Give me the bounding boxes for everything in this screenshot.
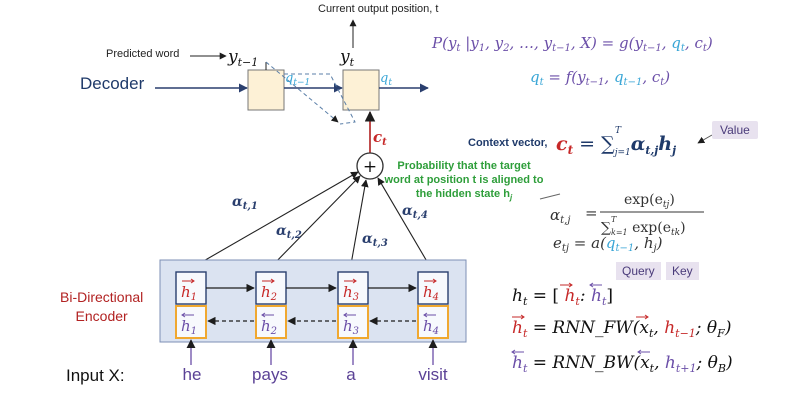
- alignment-note-line3: the hidden state hj: [378, 189, 550, 202]
- decoder-state-box-prev: [247, 69, 285, 111]
- fw-state-box-1: [175, 271, 207, 305]
- encoder-label-line1: Bi-Directional: [60, 289, 144, 305]
- eq-alpha-den-sup: T: [611, 215, 617, 224]
- alignment-note-line2: word at position t is aligned to: [384, 174, 544, 186]
- encoder-label-line2: Encoder: [75, 307, 128, 324]
- sum-plus: +: [363, 157, 377, 177]
- key-tag: Key: [666, 262, 699, 280]
- h-bw-3: h3: [343, 317, 359, 337]
- eq-alpha-numerator: exp(etj): [624, 192, 675, 210]
- equation-vector-arrows: [511, 282, 650, 355]
- input-word-2: pays: [252, 365, 288, 384]
- c-t-label: ct: [373, 128, 387, 148]
- eq-probability: P(yt |y1, y2, …, yt−1, X) = g(yt−1, qt, …: [431, 34, 713, 54]
- alpha-label-3: αt,3: [362, 231, 388, 249]
- bw-state-box-1: [175, 305, 207, 339]
- eq-alpha-denominator: ∑k=1 exp(etk): [601, 220, 686, 238]
- y-t-label: yt: [339, 47, 355, 69]
- input-word-1: he: [182, 365, 202, 384]
- q-t-label: qt: [380, 71, 392, 88]
- alignment-note-sub: j: [509, 193, 513, 203]
- input-word-4: visit: [418, 365, 448, 384]
- attention-arrow-2: [267, 175, 361, 271]
- query-tag: Query: [616, 262, 661, 280]
- bw-state-box-2: [255, 305, 287, 339]
- input-label: Input X:: [66, 366, 125, 385]
- value-pointer-arrow: [697, 134, 713, 144]
- y-prev-label: yt−1: [227, 47, 258, 69]
- eq-rnn-fw: ht = RNN_FW(xt, ht−1; θF): [512, 318, 731, 340]
- h-fw-3: h3: [343, 283, 359, 303]
- context-vector-label: Context vector,: [468, 137, 548, 149]
- value-tag: Value: [712, 121, 758, 139]
- encoder-label: Bi-Directional Encoder: [60, 288, 143, 326]
- input-word-3: a: [346, 365, 356, 384]
- math-layer: yt−1 yt qt−1 qt ct + αt,1 αt,2 αt,3 αt,4…: [181, 34, 733, 375]
- h-bw-4: h4: [423, 317, 439, 337]
- alpha-label-1: αt,1: [232, 194, 258, 212]
- alignment-note-line1: Probability that the target: [397, 160, 531, 172]
- attention-arrow-1: [187, 171, 359, 271]
- eq-alpha-eq: =: [585, 204, 598, 222]
- decoder-state-box-current: [342, 69, 380, 111]
- alignment-note-text: the hidden state h: [415, 188, 510, 200]
- bw-vector-arrows: [181, 312, 436, 318]
- query-dashed-path: [284, 73, 356, 125]
- eq-alpha-lhs: αt,j: [550, 206, 570, 226]
- bw-state-box-4: [417, 305, 449, 339]
- h-fw-1: h1: [181, 283, 197, 303]
- predicted-word-label: Predicted word: [106, 48, 180, 60]
- h-bw-1: h1: [181, 317, 197, 337]
- attention-arrow-3: [349, 179, 369, 271]
- h-bw-2: h2: [261, 317, 277, 337]
- eq-rnn-bw: ht = RNN_BW(xt, ht+1; θB): [512, 353, 733, 375]
- prev-output-feed-arrow: [265, 61, 339, 123]
- decoder-label: Decoder: [80, 74, 145, 93]
- encoder-background: [159, 259, 467, 343]
- alignment-pointer-line: [539, 193, 561, 200]
- sum-node: [356, 152, 384, 180]
- current-output-label: Current output position, t: [318, 3, 439, 15]
- q-prev-label: qt−1: [285, 71, 310, 88]
- alpha-label-4: αt,4: [402, 203, 428, 221]
- alpha-label-2: αt,2: [276, 223, 302, 241]
- attention-arrow-4: [377, 177, 433, 271]
- bw-state-box-3: [337, 305, 369, 339]
- eq-query: qt = f(yt−1, qt−1, ct): [530, 68, 670, 88]
- h-fw-4: h4: [423, 283, 439, 303]
- fw-state-box-4: [417, 271, 449, 305]
- fw-vector-arrows: [182, 278, 437, 284]
- eq-energy: etj = a(qt−1, hj): [553, 234, 663, 254]
- eq-hidden-concat: ht = [ ht: ht]: [512, 286, 613, 308]
- eq-context: ct = ∑j=1αt,jhj: [556, 133, 676, 158]
- h-fw-2: h2: [261, 283, 277, 303]
- eq-context-sum-sup: T: [615, 126, 622, 136]
